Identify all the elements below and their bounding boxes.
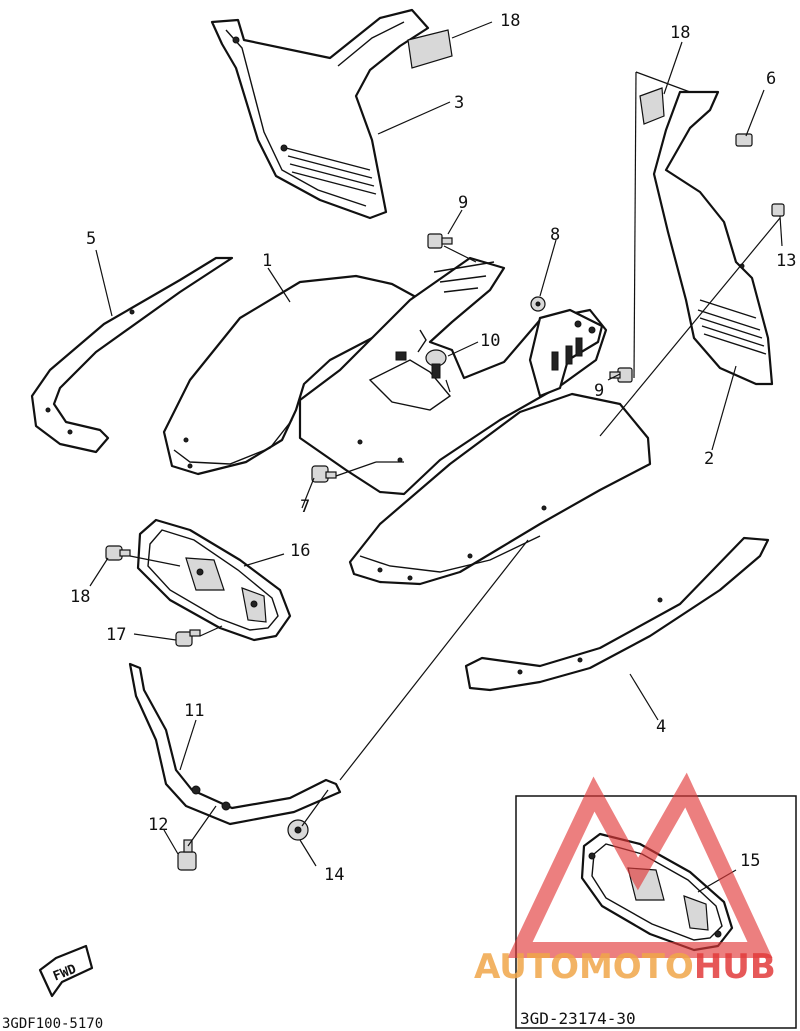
callout-11: 11	[184, 701, 204, 721]
washer-7	[530, 296, 546, 312]
callout-2: 2	[704, 449, 714, 469]
callout-15-main: 16	[290, 541, 310, 561]
callout-17: 17	[106, 625, 126, 645]
watermark-text-1: AUTOMOTO	[474, 947, 694, 987]
bolt-17	[175, 629, 201, 647]
watermark-logo-icon	[507, 772, 773, 958]
callout-12: 12	[148, 815, 168, 835]
part-center-body	[298, 256, 608, 496]
callout-13: 13	[776, 251, 796, 271]
callout-7: 8	[550, 225, 560, 245]
part-11-stay	[128, 662, 342, 826]
callout-9-upper: 9	[458, 193, 468, 213]
part-2-side-cover	[652, 90, 774, 386]
hardware	[105, 133, 785, 871]
part-3-side-cover	[210, 8, 430, 220]
bolt-9-upper	[427, 233, 453, 249]
bolt-6	[735, 133, 753, 147]
callout-16: 18	[70, 587, 90, 607]
callout-5: 5	[86, 229, 96, 249]
leader-lines	[89, 21, 783, 867]
callout-10: 10	[480, 331, 500, 351]
bolt-16	[105, 545, 131, 561]
callout-18-left: 18	[500, 11, 520, 31]
watermark: AUTOMOTOHUB	[474, 772, 776, 987]
part-15-bracket	[136, 518, 292, 642]
part-18-pad-left	[407, 29, 453, 69]
fwd-arrow: FWD	[38, 944, 94, 998]
callout-8: 7	[300, 497, 310, 517]
callout-3: 3	[454, 93, 464, 113]
callout-15-inset: 15	[740, 851, 760, 871]
callout-1: 1	[262, 251, 272, 271]
assembly-lines	[129, 71, 781, 847]
nut-14	[287, 819, 309, 841]
bolt-13	[771, 203, 785, 217]
drawing-code: 3GDF100-5170	[2, 1016, 103, 1031]
part-center-bracket	[528, 308, 604, 398]
bolt-9-lower	[609, 367, 633, 383]
callout-9-lower: 9	[594, 381, 604, 401]
part-4-trim-right	[464, 536, 770, 692]
callout-4: 4	[656, 717, 666, 737]
callout-6: 6	[766, 69, 776, 89]
callouts: 18 3 5 1 9 8 10 18 6 13 9 2 7 16 18 17 4…	[70, 11, 796, 885]
bolt-8	[311, 465, 337, 483]
svg-text:AUTOMOTOHUB: AUTOMOTOHUB	[474, 947, 776, 987]
callout-14: 14	[324, 865, 344, 885]
bolt-12	[177, 839, 197, 871]
part-5-trim-left	[30, 256, 234, 454]
bolt-10	[425, 349, 447, 379]
callout-18-right: 18	[670, 23, 690, 43]
part-right-fender	[348, 392, 652, 586]
part-18-pad-right	[639, 87, 665, 125]
watermark-text-2: HUB	[694, 947, 776, 987]
inset-code: 3GD-23174-30	[520, 1009, 636, 1028]
